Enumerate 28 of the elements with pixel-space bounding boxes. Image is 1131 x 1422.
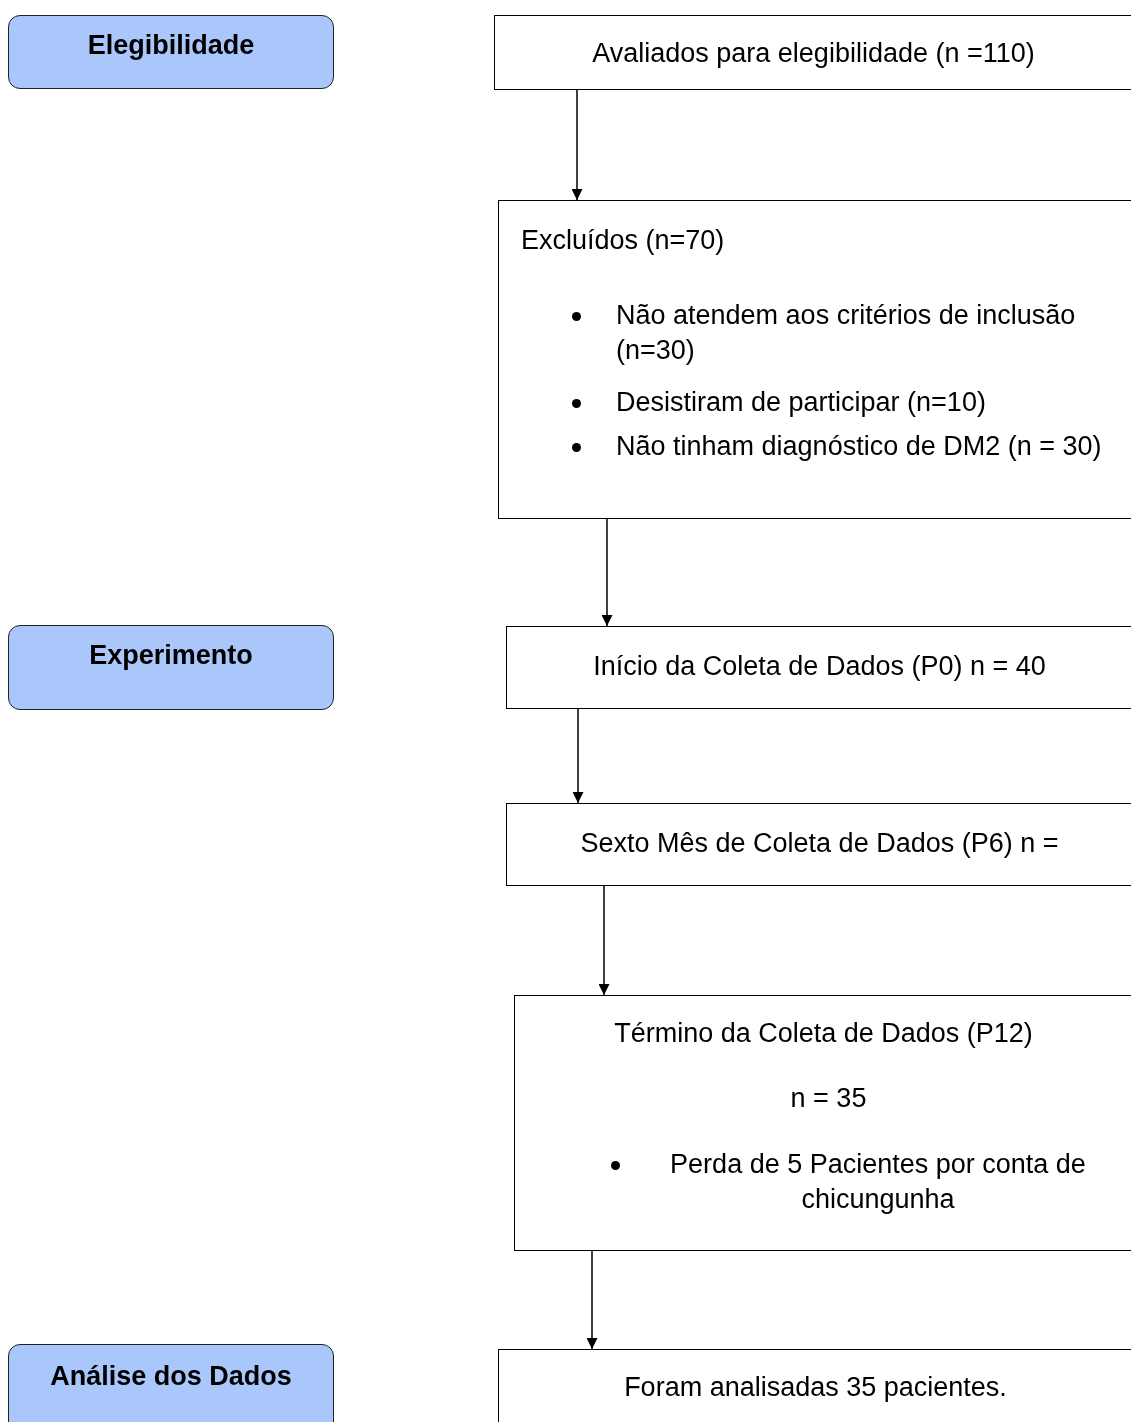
process-box (498, 1349, 1131, 1422)
process-box (498, 200, 1131, 519)
phase-label-box (8, 15, 334, 89)
box-text: Sexto Mês de Coleta de Dados (P6) n = (579, 827, 1060, 860)
phase-label-box (8, 625, 334, 710)
bullet-text: Não tinham diagnóstico de DM2 (n = 30) (616, 430, 1103, 463)
box-text: Início da Coleta de Dados (P0) n = 40 (592, 650, 1047, 683)
bullet-text: Perda de 5 Pacientes por conta de chicungunha (669, 1148, 1087, 1217)
box-text: Foram analisadas 35 pacientes. (623, 1371, 1008, 1404)
process-box (514, 995, 1131, 1251)
arrow (586, 1250, 598, 1350)
arrow (572, 708, 584, 804)
box-text: Avaliados para elegibilidade (n =110) (591, 37, 1036, 70)
process-box (506, 626, 1131, 709)
bullet-text: Não atendem aos critérios de inclusão (n=30) (616, 299, 1077, 368)
phase-label-box (8, 1344, 334, 1422)
arrow (571, 89, 583, 201)
bullet-text: Desistiram de participar (n=10) (616, 386, 987, 419)
phase-label: Elegibilidade (87, 30, 255, 61)
arrow (601, 518, 613, 627)
box-text: Término da Coleta de Dados (P12) (613, 1017, 1034, 1050)
arrow (598, 885, 610, 996)
process-box (506, 803, 1131, 886)
box-text: Excluídos (n=70) (521, 224, 726, 257)
box-text: n = 35 (789, 1082, 868, 1115)
phase-label: Análise dos Dados (50, 1361, 292, 1392)
process-box (494, 15, 1131, 90)
phase-label: Experimento (89, 640, 253, 671)
